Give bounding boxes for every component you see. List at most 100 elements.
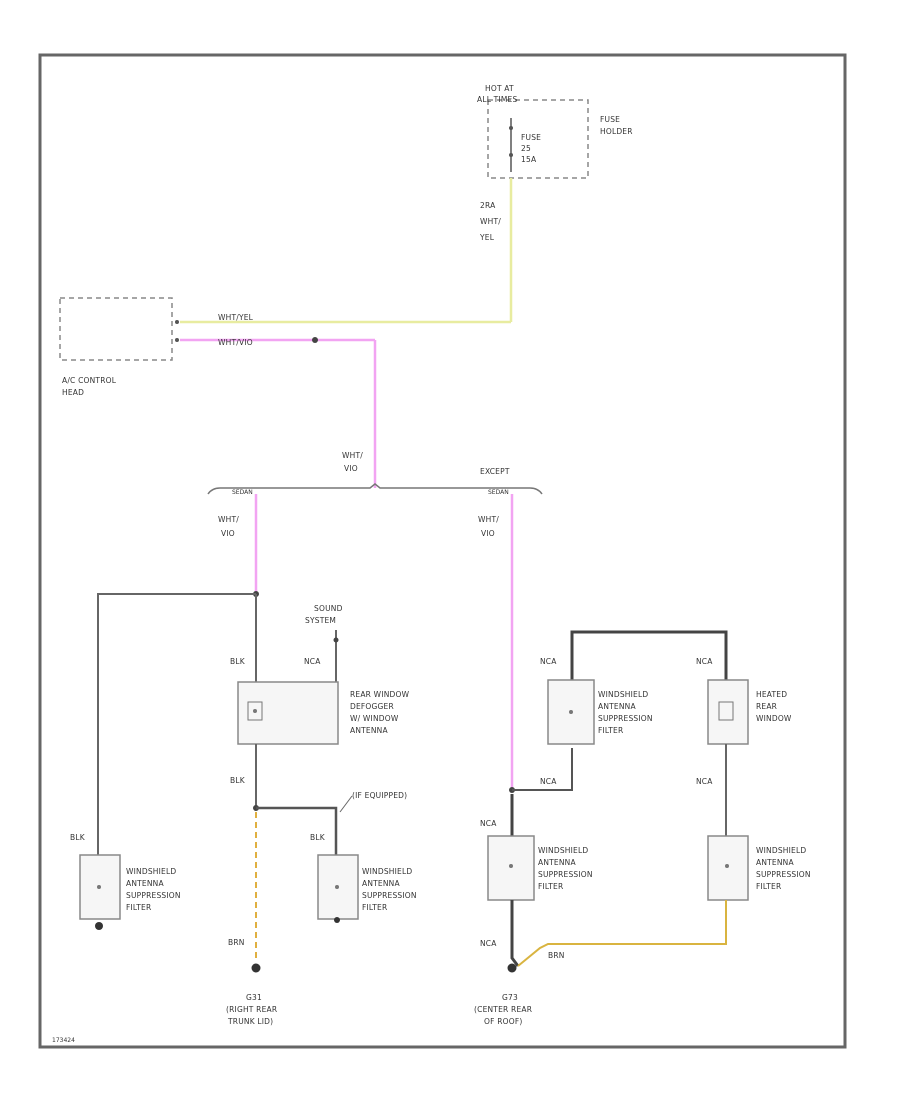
blk-lower-label: BLK — [230, 776, 246, 785]
ws-top-label-3: SUPPRESSION — [598, 714, 653, 723]
filter-left-ground — [95, 922, 103, 930]
filter-mid-label-3: SUPPRESSION — [362, 891, 417, 900]
rear-defog-label-2: DEFOGGER — [350, 702, 394, 711]
option-split-line — [207, 483, 543, 495]
wire-top-label-3: YEL — [479, 233, 495, 242]
nca-heat-top-label: NCA — [696, 657, 713, 666]
if-equipped-pointer — [339, 795, 353, 813]
filter-left-label-2: ANTENNA — [126, 879, 164, 888]
ws-low-dot — [509, 864, 513, 868]
filter-mid-label-2: ANTENNA — [362, 879, 400, 888]
nca-ws-bottom-label: NCA — [540, 777, 557, 786]
filter-left-label-4: FILTER — [126, 903, 151, 912]
fuse-label-3: 15A — [521, 155, 537, 164]
ws-low-right-component — [707, 835, 749, 901]
ws-top-label-4: FILTER — [598, 726, 623, 735]
filter-mid-label-4: FILTER — [362, 903, 387, 912]
ac-terminal-1 — [175, 320, 179, 324]
nca-ws-top-label: NCA — [540, 657, 557, 666]
ground-g73 — [507, 963, 517, 973]
heat-label-1: HEATED — [756, 690, 787, 699]
ac-wire-yel-label: WHT/YEL — [218, 313, 254, 322]
blk-mid-label: BLK — [310, 833, 326, 842]
split-vio-label-2: VIO — [344, 464, 358, 473]
ws-low-right-dot — [725, 864, 729, 868]
rear-defogger-component — [237, 681, 339, 745]
split-vio-label-1: WHT/ — [342, 451, 363, 460]
ac-control-head-box — [59, 297, 173, 361]
ground-g31 — [251, 963, 261, 973]
ws-low-label-4: FILTER — [538, 882, 563, 891]
ac-terminal-2 — [175, 338, 179, 342]
heated-window-element — [718, 701, 734, 721]
fuse-terminal-top — [509, 126, 513, 130]
filter-mid-dot — [335, 885, 339, 889]
except-label-2: SEDAN — [488, 489, 509, 496]
wire-brn-right — [517, 900, 727, 967]
ws-low-r-label-2: ANTENNA — [756, 858, 794, 867]
wire-right-ground — [510, 900, 520, 967]
heat-label-2: REAR — [756, 702, 777, 711]
g-right-label-3: OF ROOF) — [484, 1017, 522, 1026]
ws-top-label-1: WINDSHIELD — [598, 690, 648, 699]
ws-top-dot — [569, 710, 573, 714]
right-wht-label-2: VIO — [481, 529, 495, 538]
filter-left-label-3: SUPPRESSION — [126, 891, 181, 900]
fuse-holder-label-2: HOLDER — [600, 127, 633, 136]
wire-top-label-1: 2RA — [480, 201, 496, 210]
ws-low-label-3: SUPPRESSION — [538, 870, 593, 879]
filter-mid-label-1: WINDSHIELD — [362, 867, 412, 876]
g-left-label-1: G31 — [246, 993, 262, 1002]
wire-to-mid-filter — [256, 806, 338, 858]
heat-label-3: WINDOW — [756, 714, 792, 723]
hot-at-label: HOT AT — [485, 84, 514, 93]
ws-top-label-2: ANTENNA — [598, 702, 636, 711]
all-times-label: ALL TIMES — [477, 95, 517, 104]
sound-label-2: SYSTEM — [305, 616, 336, 625]
wire-top-label-2: WHT/ — [480, 217, 501, 226]
filter-left-dot — [97, 885, 101, 889]
nca-sound-label: NCA — [304, 657, 321, 666]
filter-left-label-1: WINDSHIELD — [126, 867, 176, 876]
rear-defog-label-3: W/ WINDOW — [350, 714, 399, 723]
ws-low-r-label-1: WINDSHIELD — [756, 846, 806, 855]
fuse-terminal-mid — [509, 153, 513, 157]
sound-label-1: SOUND — [314, 604, 343, 613]
fuse-label-2: 25 — [521, 144, 531, 153]
g-left-label-2: (RIGHT REAR — [226, 1005, 277, 1014]
sedan-option-label: SEDAN — [232, 489, 253, 496]
diagram-frame — [38, 53, 847, 1049]
wire-to-ws-top — [512, 748, 573, 791]
g-right-label-2: (CENTER REAR — [474, 1005, 532, 1014]
left-wht-label-1: WHT/ — [218, 515, 239, 524]
ac-head-label-1: A/C CONTROL — [62, 376, 117, 385]
wire-to-left-filter — [97, 593, 256, 858]
wire-top-bus — [570, 630, 728, 680]
rear-defogger-element — [247, 701, 263, 721]
left-wht-label-2: VIO — [221, 529, 235, 538]
brn-left-label: BRN — [228, 938, 245, 947]
if-equipped-label: (IF EQUIPPED) — [352, 791, 407, 800]
ws-low-label-2: ANTENNA — [538, 858, 576, 867]
right-wht-label-1: WHT/ — [478, 515, 499, 524]
rear-defogger-dot — [253, 709, 257, 713]
fuse-label-1: FUSE — [521, 133, 541, 142]
nca-low-left-label: NCA — [480, 939, 497, 948]
ac-head-label-2: HEAD — [62, 388, 84, 397]
rear-defog-label-1: REAR WINDOW — [350, 690, 410, 699]
figure-code: 173424 — [52, 1037, 75, 1044]
splice-vio — [312, 337, 318, 343]
ws-low-r-label-3: SUPPRESSION — [756, 870, 811, 879]
ws-low-label-1: WINDSHIELD — [538, 846, 588, 855]
brn-right-label: BRN — [548, 951, 565, 960]
sound-system-terminal — [333, 637, 339, 643]
filter-mid-ground — [334, 917, 340, 923]
nca-mid-left-label: NCA — [480, 819, 497, 828]
g-right-label-1: G73 — [502, 993, 518, 1002]
nca-heat-bottom-label: NCA — [696, 777, 713, 786]
g-left-label-3: TRUNK LID) — [227, 1017, 273, 1026]
ac-wire-vio-label: WHT/VIO — [218, 338, 253, 347]
rear-defog-label-4: ANTENNA — [350, 726, 388, 735]
blk-upper-label: BLK — [230, 657, 246, 666]
